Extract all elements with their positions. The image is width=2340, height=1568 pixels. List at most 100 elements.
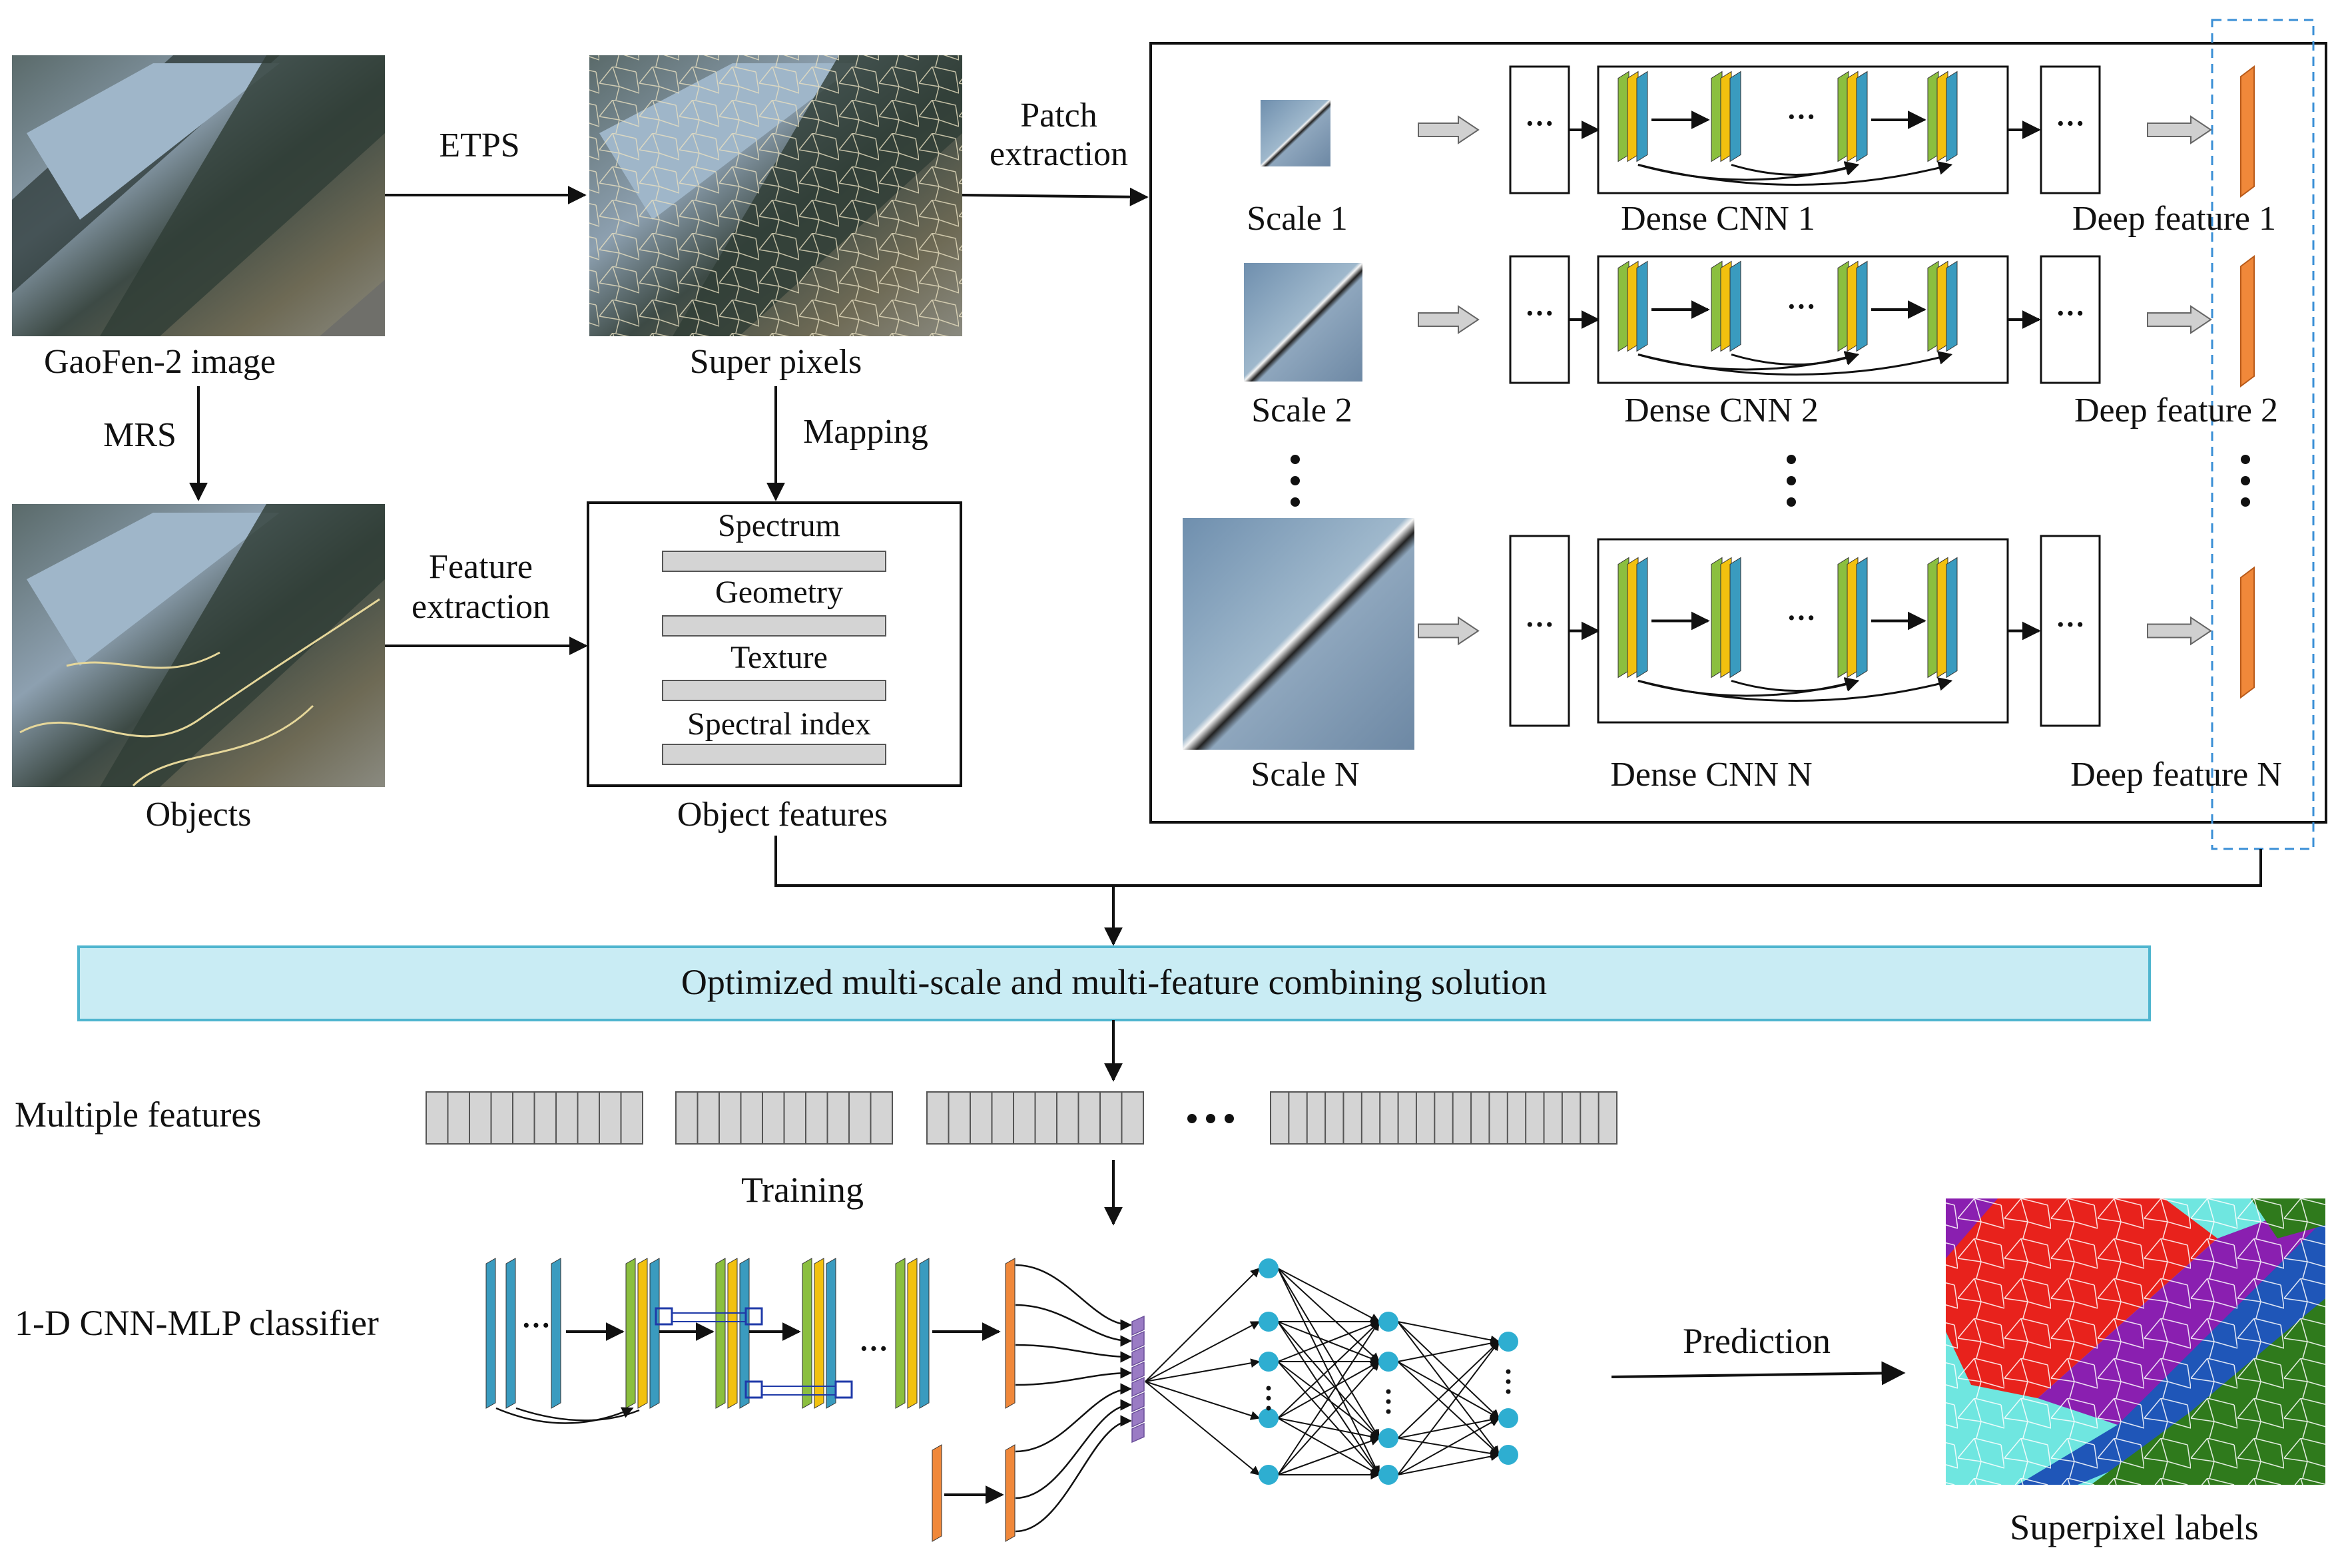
object-features-caption: Object features (677, 796, 888, 834)
mlp-ellipsis-dot (1506, 1369, 1511, 1374)
mlp-node-layer1 (1259, 1465, 1279, 1485)
dense-stack-3-layer (1856, 557, 1868, 678)
classifier-layer-green (802, 1258, 812, 1409)
merge-line (774, 836, 2262, 887)
dense-stack-4-layer (1946, 260, 1958, 352)
mlp-edge (1277, 1361, 1380, 1439)
skip-connection (1731, 352, 1859, 366)
prediction-label: Prediction (1683, 1321, 1831, 1361)
gaofen-image (12, 55, 385, 336)
concat-cell (1131, 1361, 1145, 1382)
superpixels-image (589, 55, 962, 336)
mlp-edge (1397, 1415, 1500, 1439)
mlp-edge (1277, 1321, 1380, 1439)
mlp-edge (1277, 1418, 1380, 1441)
feature-vector-body (1270, 1091, 1617, 1145)
etps-label: ETPS (439, 127, 519, 164)
classifier-label: 1-D CNN-MLP classifier (15, 1303, 379, 1343)
mlp-node-layer2 (1378, 1428, 1398, 1448)
output-block-ellipsis: ··· (2056, 107, 2085, 140)
cnn-row-1: ········· (1418, 65, 2255, 198)
feature-vector-3 (926, 1091, 1144, 1145)
superpixels-caption: Super pixels (690, 343, 862, 381)
objects-caption: Objects (146, 796, 252, 834)
deep-feature-dashed-box (2211, 19, 2315, 850)
mlp-edge (1145, 1358, 1261, 1382)
concat-cell (1131, 1346, 1145, 1367)
mlp-ellipsis-dot (1386, 1399, 1391, 1404)
concat-edge (1015, 1367, 1132, 1386)
mlp-ellipsis-dot (1506, 1379, 1511, 1384)
mlp-ellipsis-dot (1266, 1396, 1271, 1401)
feature-vector-4 (1270, 1091, 1617, 1145)
mlp-edge (1397, 1451, 1500, 1475)
scale-continuation-dots (1291, 455, 2250, 507)
scale-2-label: Scale 2 (1251, 392, 1352, 429)
concat-cell (1131, 1407, 1145, 1428)
cnn-row-3: ········· (1418, 535, 2255, 727)
objects-image (12, 504, 385, 787)
object-features-box: Spectrum Geometry Texture Spectral index (587, 501, 962, 787)
dense-ellipsis: ··· (1787, 602, 1816, 635)
kernel-box (744, 1307, 763, 1326)
mlp-edge (1277, 1268, 1380, 1322)
mlp-edge (1277, 1360, 1380, 1475)
skip-connection (1637, 351, 1953, 376)
mrs-label: MRS (103, 416, 176, 454)
mlp-node-layer1 (1259, 1258, 1279, 1278)
feature-extraction-label-2: extraction (412, 588, 550, 626)
scale-input-arrow (1418, 305, 1480, 334)
superpixel-labels-caption: Superpixel labels (2010, 1507, 2258, 1547)
mlp-ellipsis-dot (1266, 1406, 1271, 1411)
scale-n-patch (1183, 518, 1414, 750)
input-channel (551, 1258, 561, 1409)
kernel-box (744, 1380, 763, 1399)
mlp-edge (1277, 1268, 1380, 1439)
concat-cell (1131, 1422, 1145, 1443)
feature-texture: Texture (731, 640, 828, 675)
mlp-edge (1397, 1321, 1500, 1419)
scale-input-arrow (1418, 616, 1480, 646)
mapping-label: Mapping (803, 413, 928, 451)
skip-connection (1731, 162, 1859, 176)
feature-vector-2 (675, 1091, 893, 1145)
mlp-node-layer3 (1498, 1408, 1518, 1428)
deep-feature-n-label: Deep feature N (2070, 756, 2282, 794)
mlp-edge (1397, 1338, 1500, 1362)
output-block (2040, 255, 2101, 384)
concat-cell (1131, 1315, 1145, 1336)
training-label: Training (741, 1170, 864, 1210)
dense-stack-4-layer (1946, 71, 1958, 162)
object-feature-bar-2 (1005, 1444, 1016, 1542)
kernel-box (655, 1307, 673, 1326)
skip-connection (1637, 161, 1953, 186)
classifier-layer-blue (739, 1258, 750, 1409)
output-block-ellipsis: ··· (2056, 297, 2085, 330)
scale-input-arrow (1418, 115, 1480, 144)
mlp-ellipsis-dot (1266, 1386, 1271, 1391)
deep-feature-bar (2240, 566, 2255, 699)
feature-spectral-index: Spectral index (687, 706, 871, 742)
patch-extraction-label-1: Patch (1020, 97, 1097, 134)
mlp-edge (1397, 1321, 1500, 1345)
mlp-edge (1277, 1418, 1380, 1475)
dense-ellipsis: ··· (1787, 290, 1816, 323)
mlp-ellipsis-dot (1506, 1389, 1511, 1394)
concat-edge (1015, 1399, 1132, 1499)
mlp-edge (1277, 1361, 1380, 1419)
cnn-row-2: ········· (1418, 255, 2255, 388)
classifier-ellipsis: ··· (859, 1332, 888, 1365)
skip-connection (1731, 678, 1859, 692)
object-feature-bar (932, 1444, 942, 1542)
dense-cnn-n-label: Dense CNN N (1610, 756, 1812, 794)
combining-solution-label: Optimized multi-scale and multi-feature … (681, 962, 1547, 1002)
mlp-ellipsis-dot (1386, 1389, 1391, 1394)
classifier-skip (515, 1407, 640, 1422)
classifier-layer-yellow (637, 1258, 648, 1409)
concat-edge (1015, 1344, 1132, 1363)
classifier-layer-blue (826, 1258, 836, 1409)
classifier-layer-yellow (907, 1258, 918, 1409)
feature-geometry: Geometry (715, 575, 843, 610)
classifier-skip (495, 1407, 634, 1424)
